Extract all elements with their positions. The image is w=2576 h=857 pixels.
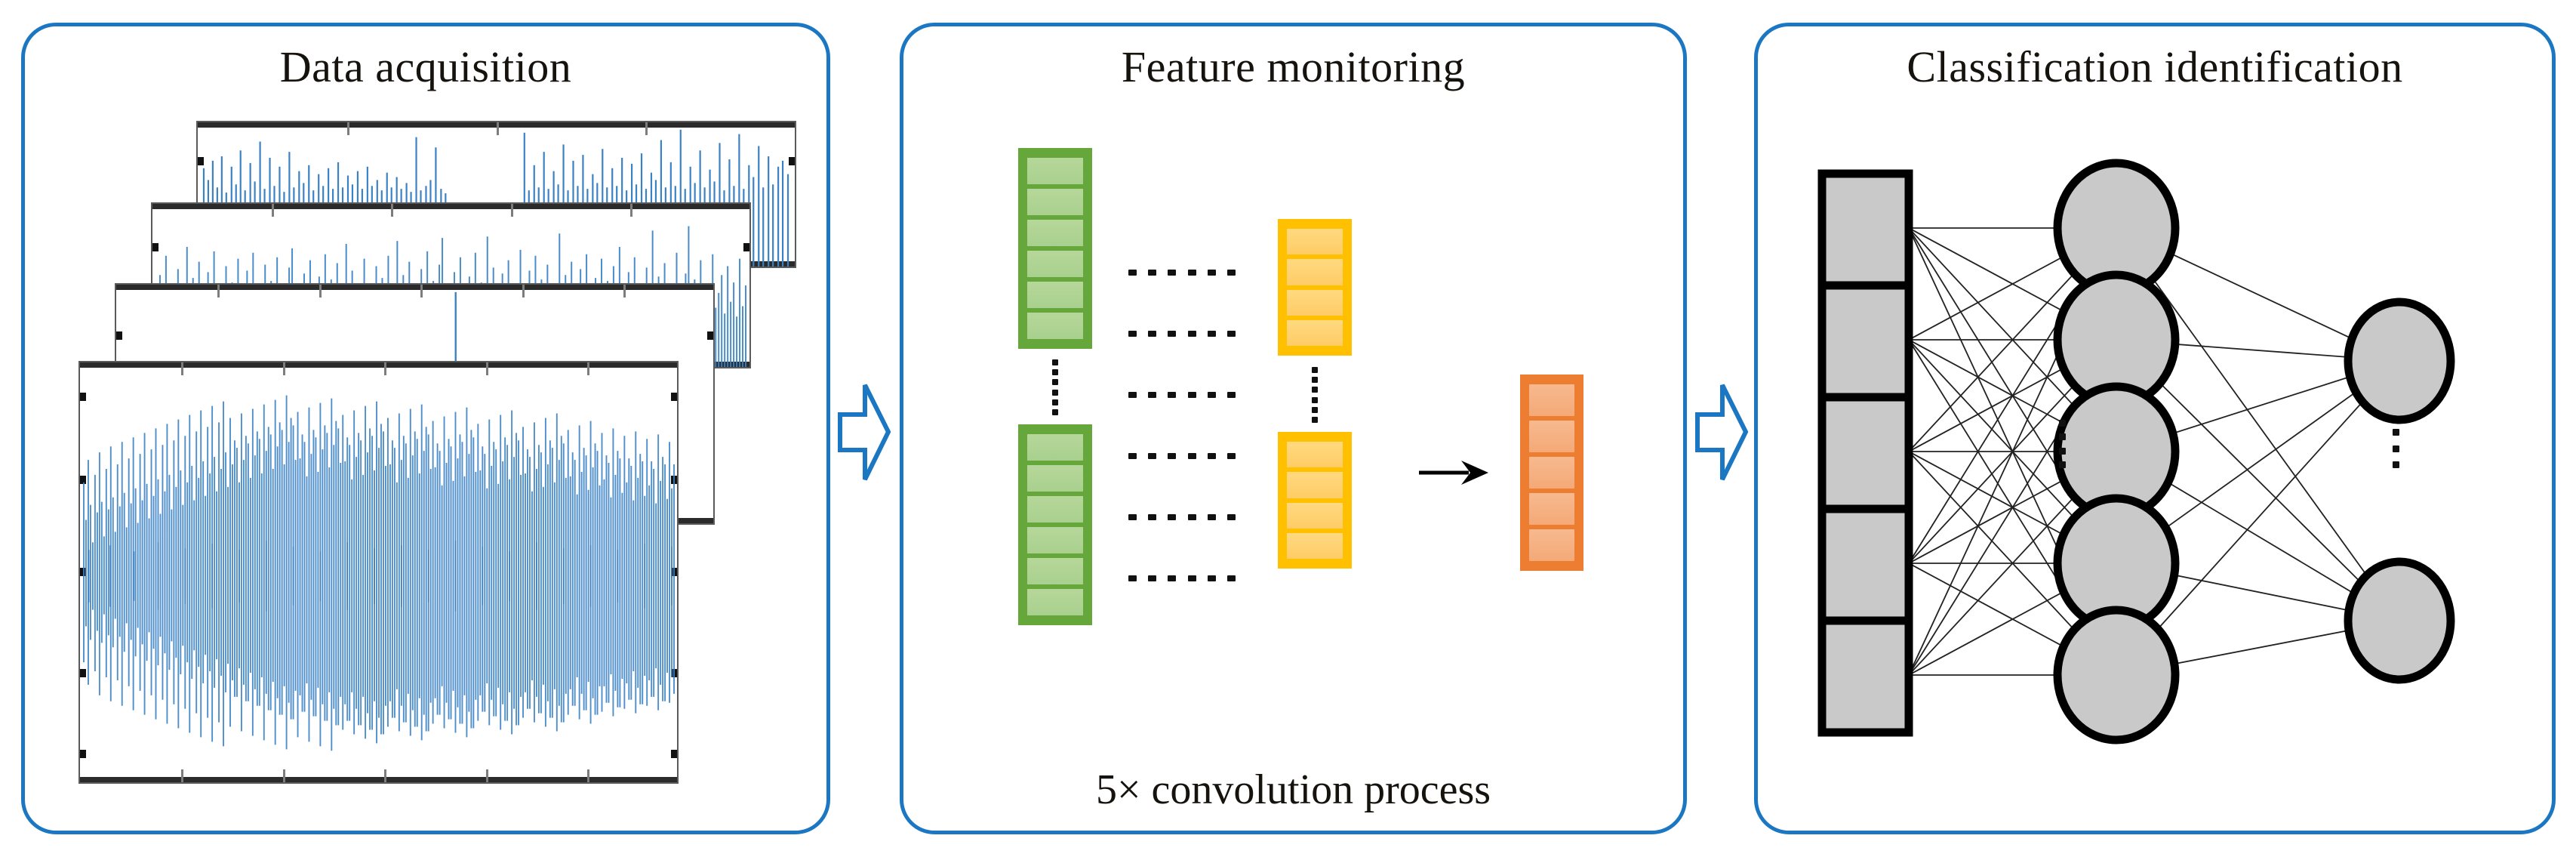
plot-top-bar: [80, 362, 677, 368]
feature-cell: [1285, 501, 1344, 530]
feature-cell: [1285, 531, 1344, 560]
feature-cell: [1528, 419, 1576, 454]
flow-arrow-1-icon: [836, 381, 892, 483]
panel-title-classification-identification: Classification identification: [1907, 42, 2403, 91]
feature-cell: [1026, 311, 1085, 341]
horizontal-ellipsis-row: [1128, 269, 1236, 276]
yellow-column-ellipsis: [1312, 367, 1318, 423]
feature-cell: [1285, 470, 1344, 500]
horizontal-ellipsis-row: [1128, 513, 1236, 520]
feature-cell: [1026, 495, 1085, 524]
feature-cell: [1026, 280, 1085, 310]
feature-column-green-top: [1018, 148, 1092, 349]
feature-cell: [1285, 440, 1344, 470]
feature-cell: [1026, 218, 1085, 248]
horizontal-ellipsis-row: [1128, 575, 1236, 581]
plot-bottom-bar: [80, 777, 677, 782]
feature-cell: [1026, 249, 1085, 279]
panel-title-data-acquisition: Data acquisition: [279, 42, 572, 91]
feature-cell: [1026, 433, 1085, 462]
horizontal-ellipsis-row: [1128, 330, 1236, 337]
feature-column-yellow-bottom: [1278, 432, 1352, 569]
feature-cell: [1285, 227, 1344, 257]
feature-cell: [1026, 556, 1085, 586]
feature-cell: [1528, 455, 1576, 490]
signal-trace-4: [83, 395, 675, 751]
feature-column-yellow-top: [1278, 219, 1352, 356]
plot-top-bar: [116, 285, 713, 290]
plot-top-bar: [152, 204, 749, 209]
feature-cell: [1026, 156, 1085, 186]
hidden-layer-ellipsis: [2059, 420, 2066, 468]
feature-cell: [1026, 526, 1085, 555]
feature-cell: [1528, 492, 1576, 526]
feature-column-green-bottom: [1018, 424, 1092, 625]
horizontal-ellipsis-row: [1128, 452, 1236, 459]
panel-title-feature-monitoring: Feature monitoring: [1121, 42, 1466, 91]
feature-cell: [1528, 383, 1576, 418]
signal-plot-4: [78, 361, 679, 784]
flow-arrow-2-icon: [1694, 381, 1750, 483]
green-column-ellipsis: [1052, 359, 1058, 415]
feature-cell: [1285, 257, 1344, 287]
horizontal-ellipsis-row: [1128, 391, 1236, 398]
feature-vector-orange: [1520, 375, 1583, 571]
convolution-caption: 5× convolution process: [1095, 766, 1491, 813]
feature-cell: [1528, 528, 1576, 563]
feature-cell: [1026, 187, 1085, 217]
feature-cell: [1285, 318, 1344, 347]
feature-cell: [1026, 464, 1085, 493]
neural-network-diagram: [1754, 23, 2556, 834]
feature-cell: [1026, 587, 1085, 617]
feature-to-vector-arrow-icon: [1417, 456, 1490, 489]
feature-cell: [1285, 288, 1344, 317]
output-layer-ellipsis: [2393, 429, 2399, 468]
